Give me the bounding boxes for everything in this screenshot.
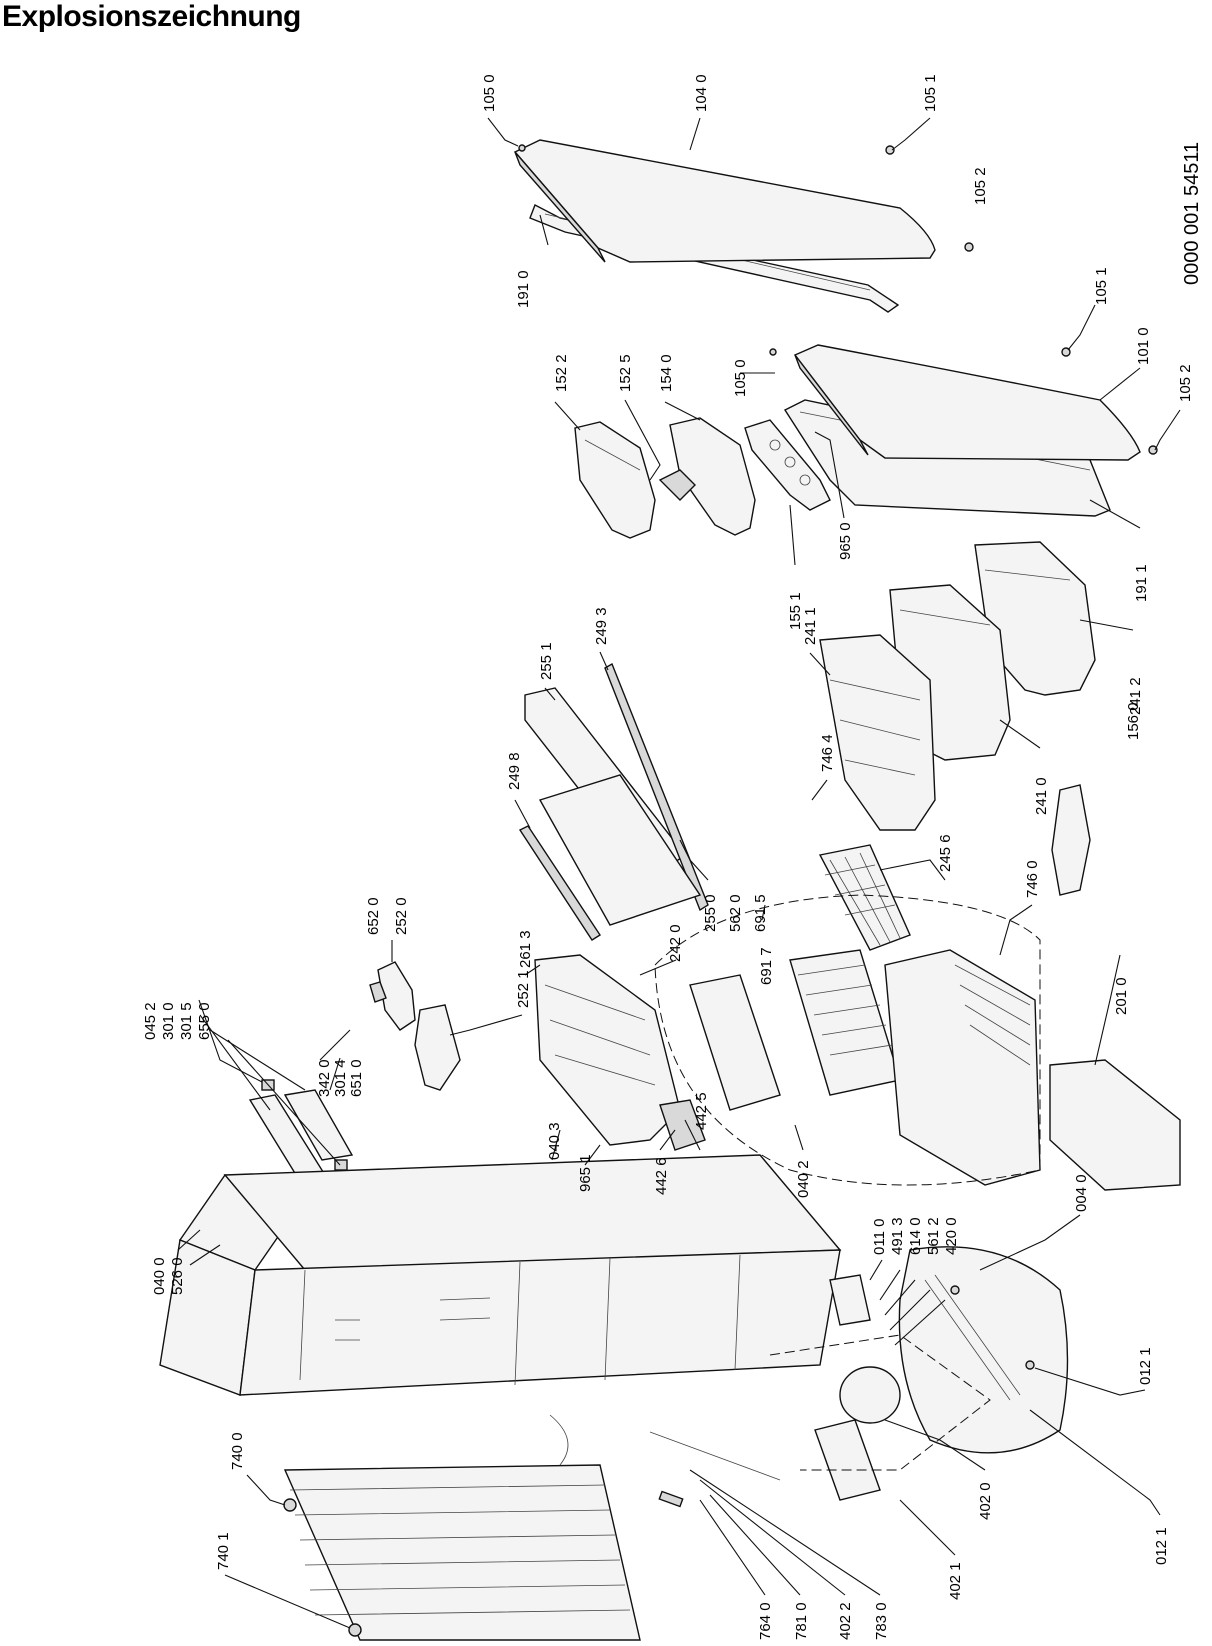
part-label: 442 5 [693,1092,710,1130]
part-label: 249 3 [593,607,610,645]
part-label: 241 0 [1033,777,1050,815]
part-label: 562 0 [727,894,744,932]
part-label: 201 0 [1113,977,1130,1015]
part-label: 105 2 [972,167,989,205]
part-label: 402 1 [947,1562,964,1600]
part-label: 040 3 [546,1122,563,1160]
freezer-drawer-241-0 [819,634,936,831]
part-label: 255 1 [538,642,555,680]
base-plate-004-0 [898,1246,1069,1454]
part-label: 781 0 [793,1602,810,1640]
part-label: 104 0 [693,74,710,112]
part-label: 152 2 [553,354,570,392]
door-bin-middle [658,417,756,536]
part-label: 191 0 [515,270,532,308]
part-label: 965 1 [577,1154,594,1192]
part-label: 012 1 [1137,1347,1154,1385]
leader-lines [177,117,1181,1629]
part-label: 561 2 [925,1217,942,1255]
part-label: 402 2 [837,1602,854,1640]
part-label: 255 0 [702,894,719,932]
freezer-door [513,139,974,263]
part-label: 746 0 [1024,860,1041,898]
part-label: 691 7 [758,947,775,985]
fridge-door [769,344,1158,461]
part-label: 040 0 [151,1257,168,1295]
freezer-compartment-746-0 [884,949,1041,1186]
crisper-drawer-261-3 [534,954,681,1146]
part-label: 045 2 [142,1002,159,1040]
part-label: 245 6 [937,834,954,872]
multiflow-panel [689,974,781,1111]
evaporator-group-outline [654,894,1041,1186]
part-label: 746 4 [819,734,836,772]
part-label: 301 0 [160,1002,177,1040]
part-label: 301 5 [178,1002,195,1040]
part-label: 155 1 [787,592,804,630]
part-label: 261 3 [517,930,534,968]
part-label: 614 0 [907,1217,924,1255]
part-label: 249 8 [506,752,523,790]
part-label: 105 0 [732,359,749,397]
part-label: 442 6 [653,1157,670,1195]
part-label: 301 4 [332,1059,349,1097]
part-label: 152 5 [617,354,634,392]
ice-tray-156-0 [1051,784,1091,896]
part-label: 156 0 [1125,702,1142,740]
part-label: 526 0 [169,1257,186,1295]
compressor-group-outline [769,1334,991,1471]
part-label: 011 0 [871,1219,888,1255]
part-label: 012 1 [1153,1527,1170,1565]
wire-shelf-245-6 [818,844,911,951]
part-label: 252 0 [393,897,410,935]
part-label: 242 0 [667,924,684,962]
fan-cover-201-0 [1049,1059,1181,1191]
egg-tray-155-1 [744,419,831,511]
part-label: 491 3 [889,1217,906,1255]
part-label: 040 2 [795,1160,812,1198]
thermostat-knob [369,961,416,1031]
door-bin-upper [574,421,656,539]
cabinet [159,1099,842,1396]
part-label: 004 0 [1073,1174,1090,1212]
part-label: 740 1 [215,1532,232,1570]
part-label: 105 0 [481,74,498,112]
part-label: 783 0 [873,1602,890,1640]
part-label: 651 0 [348,1059,365,1097]
glass-shelf-trim-249 [518,662,709,941]
lamp-cover-252-1 [414,1004,461,1091]
condenser-740-0 [283,1414,781,1641]
part-label: 740 0 [229,1432,246,1470]
part-label: 241 2 [1127,677,1144,715]
part-label: 655 0 [196,1002,213,1040]
part-label: 191 1 [1133,564,1150,602]
part-label: 154 0 [658,354,675,392]
freezer-drawer-241-2 [974,541,1096,696]
part-label: 402 0 [977,1482,994,1520]
page-title: Explosionszeichnung [2,0,301,33]
part-label: 105 1 [922,74,939,112]
part-label: 691 5 [752,894,769,932]
part-label: 252 1 [515,970,532,1008]
part-label: 241 1 [802,607,819,645]
part-label: 342 0 [316,1059,333,1097]
document-number: 0000 001 54511 [1181,142,1203,285]
part-label: 652 0 [365,897,382,935]
glass-shelf-242-0 [538,774,702,926]
part-label: 105 2 [1177,364,1194,402]
part-label: 965 0 [837,522,854,560]
part-label: 101 0 [1135,327,1152,365]
part-label: 105 1 [1093,267,1110,305]
compressor-402 [814,1274,901,1501]
part-labels: 105 0 104 0 105 1 105 2 191 0 105 1 101 … [142,74,1194,1640]
part-label: 764 0 [757,1602,774,1640]
part-label: 420 0 [943,1217,960,1255]
evaporator [789,949,901,1096]
